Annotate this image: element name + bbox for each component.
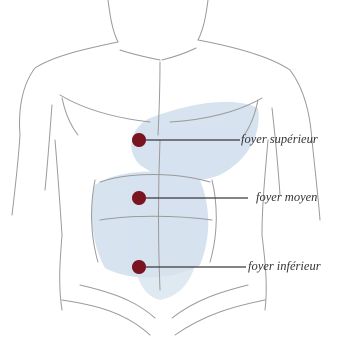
dot-lower (132, 260, 146, 274)
dot-middle (132, 191, 146, 205)
dot-upper (132, 133, 146, 147)
label-middle: foyer moyen (256, 191, 317, 204)
blue-wash (92, 102, 259, 300)
label-lower: foyer inférieur (248, 260, 321, 273)
label-upper: foyer supérieur (241, 133, 318, 146)
